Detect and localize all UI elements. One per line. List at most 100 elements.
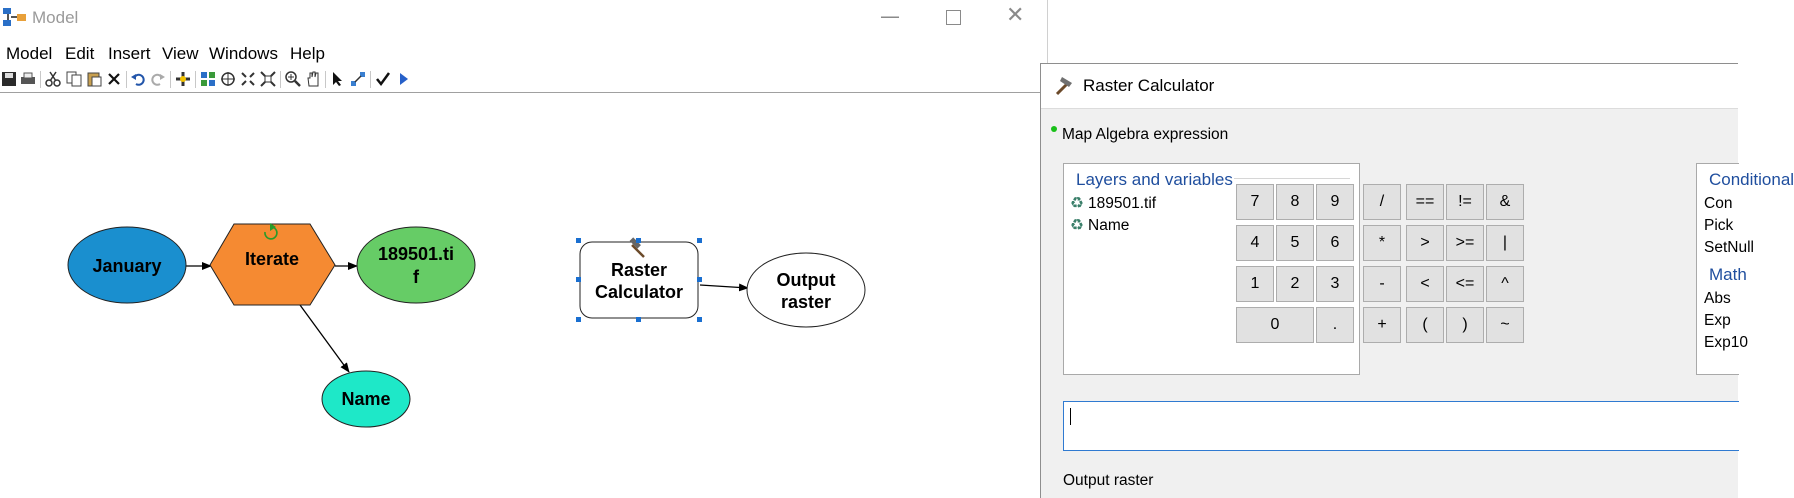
key-7[interactable]: 7 [1236,184,1274,220]
tool-item-pick[interactable]: Pick [1704,217,1734,234]
tool-item-setnull[interactable]: SetNull [1704,239,1754,256]
raster-calc-label-line1: Raster [611,260,667,280]
node-iterate[interactable]: Iterate [209,223,336,306]
raster-calculator-dialog: Raster Calculator Map Algebra expression… [1040,63,1794,498]
output-shape [746,252,866,328]
menu-help[interactable]: Help [290,44,325,63]
menu-windows[interactable]: Windows [209,44,278,63]
key-not-equal[interactable]: != [1446,184,1484,220]
key-8[interactable]: 8 [1276,184,1314,220]
select-icon[interactable] [330,71,346,87]
tools-list[interactable]: Conditional Con Pick SetNull Math Abs Ex… [1696,163,1794,375]
menu-edit[interactable]: Edit [65,44,95,63]
iterate-shape [209,223,336,306]
undo-icon[interactable] [130,71,146,87]
model-window: Model — ✕ Model Edit Insert View Windows… [0,0,1048,497]
key-or[interactable]: | [1486,225,1524,261]
layers-header: Layers and variables [1076,170,1233,189]
tif-shape [356,226,476,304]
node-tif[interactable]: 189501.ti f [356,226,476,304]
model-app-icon [3,8,26,26]
raster-calc-label-line2: Calculator [595,282,683,302]
node-january[interactable]: January [67,226,187,304]
tool-item-abs[interactable]: Abs [1704,290,1731,307]
key-open-paren[interactable]: ( [1406,307,1444,343]
menu-view[interactable]: View [162,44,199,63]
minimize-button[interactable]: — [880,4,900,28]
key-equal[interactable]: == [1406,184,1444,220]
validate-icon[interactable] [375,71,391,87]
key-minus[interactable]: - [1363,266,1401,302]
cut-icon[interactable] [45,71,61,87]
redo-icon[interactable] [150,71,166,87]
key-divide[interactable]: / [1363,184,1401,220]
layer-item-label: 189501.tif [1088,195,1157,212]
key-3[interactable]: 3 [1316,266,1354,302]
print-icon[interactable] [20,71,36,87]
key-decimal[interactable]: . [1316,307,1354,343]
tool-item-exp10[interactable]: Exp10 [1704,334,1748,351]
layer-item[interactable]: ♻189501.tif [1070,194,1156,213]
key-less[interactable]: < [1406,266,1444,302]
menu-model[interactable]: Model [6,44,53,63]
valid-indicator-icon [1051,126,1057,132]
layer-item-label: Name [1088,217,1130,234]
key-4[interactable]: 4 [1236,225,1274,261]
key-2[interactable]: 2 [1276,266,1314,302]
tools-header-math: Math [1709,265,1747,284]
key-9[interactable]: 9 [1316,184,1354,220]
window-title: Model [32,8,79,27]
paste-icon[interactable] [86,71,102,87]
run-icon[interactable] [395,71,411,87]
toolbar [0,68,1048,92]
copy-icon[interactable] [66,71,82,87]
delete-icon[interactable] [106,71,122,87]
january-label: January [92,256,161,276]
connect-icon[interactable] [350,71,366,87]
key-not[interactable]: ~ [1486,307,1524,343]
key-multiply[interactable]: * [1363,225,1401,261]
save-icon[interactable] [1,71,17,87]
dialog-title: Raster Calculator [1083,76,1215,95]
key-greater-equal[interactable]: >= [1446,225,1484,261]
menu-insert[interactable]: Insert [108,44,151,63]
node-output-raster[interactable]: Output raster [746,252,866,328]
model-titlebar: Model — ✕ [0,0,1048,36]
selection-handles[interactable] [576,238,702,322]
key-6[interactable]: 6 [1316,225,1354,261]
name-label: Name [341,389,390,409]
key-close-paren[interactable]: ) [1446,307,1484,343]
dialog-titlebar: Raster Calculator [1041,64,1738,109]
tool-item-con[interactable]: Con [1704,195,1733,212]
pan-icon[interactable] [305,71,321,87]
key-1[interactable]: 1 [1236,266,1274,302]
model-canvas[interactable]: January Iterate 189501.ti f Name [0,93,1048,497]
add-data-icon[interactable] [175,71,191,87]
close-button[interactable]: ✕ [1006,3,1025,28]
iterate-label: Iterate [245,249,299,269]
key-0[interactable]: 0 [1236,307,1314,343]
auto-layout-icon[interactable] [200,71,216,87]
zoom-in-icon[interactable] [285,71,301,87]
hammer-icon [1055,77,1072,96]
key-5[interactable]: 5 [1276,225,1314,261]
hammer-icon [629,237,645,258]
fixed-zoom-out-icon[interactable] [260,71,276,87]
expression-label: Map Algebra expression [1062,126,1229,143]
maximize-button[interactable] [946,10,961,25]
full-extent-icon[interactable] [220,71,236,87]
key-and[interactable]: & [1486,184,1524,220]
tools-header-conditional: Conditional [1709,170,1794,189]
key-greater[interactable]: > [1406,225,1444,261]
key-less-equal[interactable]: <= [1446,266,1484,302]
node-raster-calculator[interactable]: Raster Calculator [576,237,702,322]
key-plus[interactable]: + [1363,307,1401,343]
fixed-zoom-in-icon[interactable] [240,71,256,87]
menu-bar: Model Edit Insert View Windows Help [0,39,1048,67]
expression-input[interactable] [1063,401,1739,451]
layer-item[interactable]: ♻Name [1070,216,1129,235]
tool-item-exp[interactable]: Exp [1704,312,1731,329]
key-xor[interactable]: ^ [1486,266,1524,302]
node-name[interactable]: Name [321,370,411,428]
january-shape [67,226,187,304]
